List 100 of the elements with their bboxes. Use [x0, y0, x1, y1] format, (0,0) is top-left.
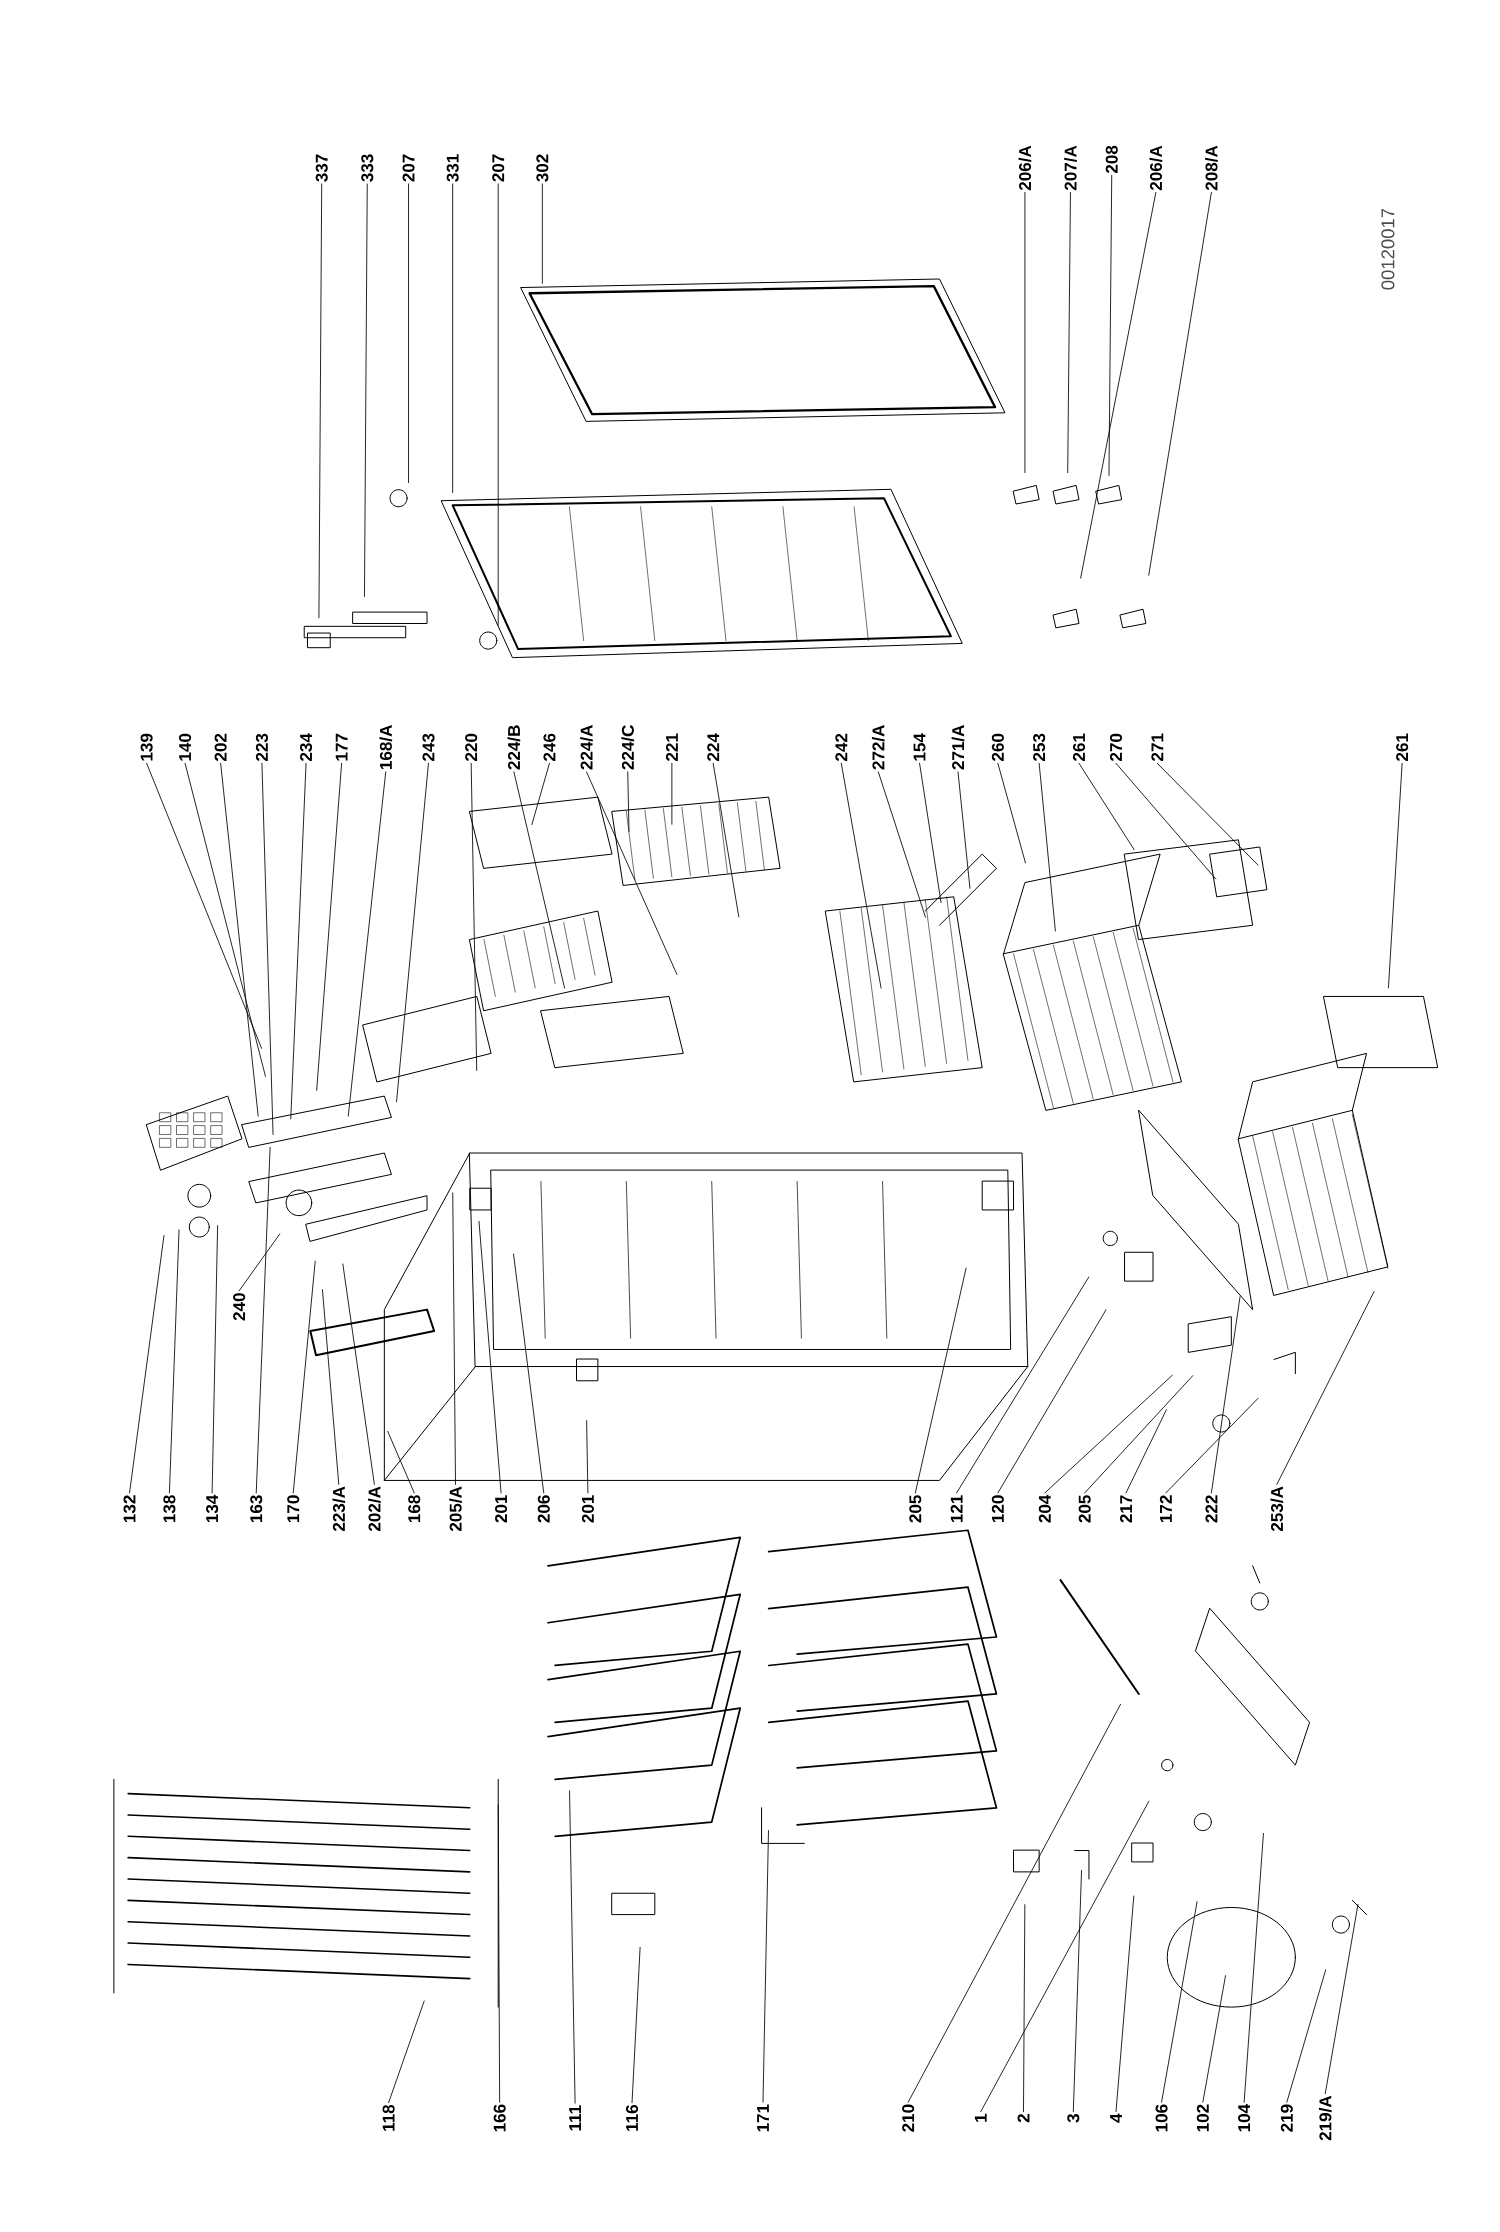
callout-number: 333 — [361, 154, 374, 182]
leader-line — [497, 1804, 500, 2103]
leader-line — [568, 1790, 576, 2104]
leader-line — [255, 1146, 271, 1494]
leader-line — [1243, 1833, 1264, 2103]
leader-line — [1165, 1397, 1259, 1494]
leader-line — [478, 1220, 502, 1494]
leader-line — [452, 1192, 456, 1485]
callout-number: 111 — [569, 2105, 581, 2131]
callout-number: 140 — [178, 733, 191, 761]
leader-line — [877, 771, 926, 918]
callout-number: 1 — [974, 2113, 987, 2122]
leader-line — [452, 183, 453, 493]
leader-line — [1286, 1969, 1326, 2103]
leader-line — [1022, 1904, 1026, 2113]
leader-line — [261, 762, 274, 1135]
callout-number: 172 — [1159, 1495, 1172, 1523]
leader-line — [631, 1946, 641, 2104]
leader-line — [316, 762, 342, 1091]
leader-line — [1276, 1291, 1375, 1485]
callout-number: 205/A — [449, 1486, 462, 1532]
callout-number: 205 — [909, 1495, 922, 1523]
callout-number: 207 — [402, 154, 415, 182]
callout-number: 177 — [335, 733, 348, 761]
leader-line — [997, 762, 1026, 864]
callout-number: 217 — [1119, 1495, 1132, 1523]
leader-line — [513, 771, 565, 989]
callout-number: 138 — [163, 1495, 176, 1523]
leader-line — [541, 183, 543, 284]
leader-line — [292, 1260, 316, 1494]
leader-line — [1080, 192, 1157, 579]
leader-line — [914, 1267, 967, 1494]
callout-number: 302 — [536, 154, 549, 182]
leader-line — [956, 1276, 1090, 1494]
callout-number: 260 — [991, 733, 1004, 761]
leader-line — [1156, 762, 1259, 866]
callout-number: 120 — [991, 1495, 1004, 1523]
callout-number: 206/A — [1149, 145, 1163, 191]
leader-line — [762, 1830, 769, 2103]
leader-line — [957, 771, 971, 889]
leader-line — [1115, 1895, 1135, 2113]
callout-number: 207 — [492, 154, 505, 182]
callout-number: 201 — [494, 1495, 507, 1523]
callout-number: 261 — [1395, 733, 1408, 761]
callout-number: 224/C — [621, 725, 634, 770]
callout-number: 205 — [1078, 1495, 1091, 1523]
leader-line — [318, 183, 322, 619]
callout-number: 270 — [1109, 733, 1122, 761]
leader-line — [1324, 1904, 1359, 2095]
callout-number: 208 — [1105, 145, 1118, 174]
leader-line — [1160, 1901, 1198, 2103]
callout-number: 208/A — [1204, 145, 1218, 191]
leader-line — [919, 762, 942, 903]
callout-number: 234 — [299, 733, 312, 761]
callout-number: 206 — [537, 1495, 550, 1523]
callout-number: 331 — [446, 154, 459, 182]
callout-number: 202/A — [367, 1486, 381, 1532]
callout-number: 210 — [902, 2104, 915, 2132]
callout-number: 242 — [835, 733, 848, 761]
callout-number: 337 — [315, 154, 328, 182]
callout-number: 132 — [123, 1495, 136, 1523]
leader-line — [290, 762, 307, 1120]
leader-line — [712, 762, 740, 918]
leader-line — [671, 762, 673, 825]
leader-line — [512, 1253, 545, 1494]
leader-line — [1084, 1375, 1194, 1494]
callout-number: 166 — [493, 2104, 506, 2132]
leader-line — [470, 762, 477, 1071]
leader-line — [1044, 1374, 1173, 1494]
leader-line — [585, 771, 678, 975]
leader-line — [840, 762, 882, 989]
leader-line — [146, 762, 262, 1049]
callout-number: 224/B — [507, 725, 521, 770]
callout-number: 118 — [382, 2104, 395, 2131]
callout-number: 4 — [1110, 2113, 1122, 2123]
leader-line — [1202, 1975, 1226, 2103]
leader-line — [1072, 1870, 1082, 2113]
callout-number: 224 — [707, 733, 719, 761]
leader-line — [220, 762, 259, 1117]
leader-line — [1108, 174, 1112, 476]
callout-number: 219/A — [1318, 2095, 1332, 2141]
callout-number: 201 — [581, 1495, 594, 1523]
leader-line — [238, 1233, 280, 1292]
callout-number: 204 — [1038, 1494, 1051, 1523]
leader-line — [1038, 762, 1056, 932]
leader-line — [387, 1430, 415, 1494]
callout-number: 104 — [1237, 2104, 1250, 2132]
callout-number: 206/A — [1018, 145, 1032, 191]
callout-number: 102 — [1196, 2104, 1209, 2132]
leader-line — [627, 771, 630, 832]
callout-number: 222 — [1205, 1495, 1218, 1523]
callout-number: 272/A — [871, 725, 885, 770]
leader-line — [1210, 1296, 1241, 1494]
leader-line — [1148, 192, 1212, 576]
leader-line — [1024, 192, 1026, 474]
leader-line — [1067, 192, 1071, 474]
leader-line — [363, 183, 368, 597]
callout-number: 2 — [1017, 2114, 1030, 2123]
callout-number: 243 — [422, 733, 435, 761]
leader-line — [342, 1263, 375, 1485]
